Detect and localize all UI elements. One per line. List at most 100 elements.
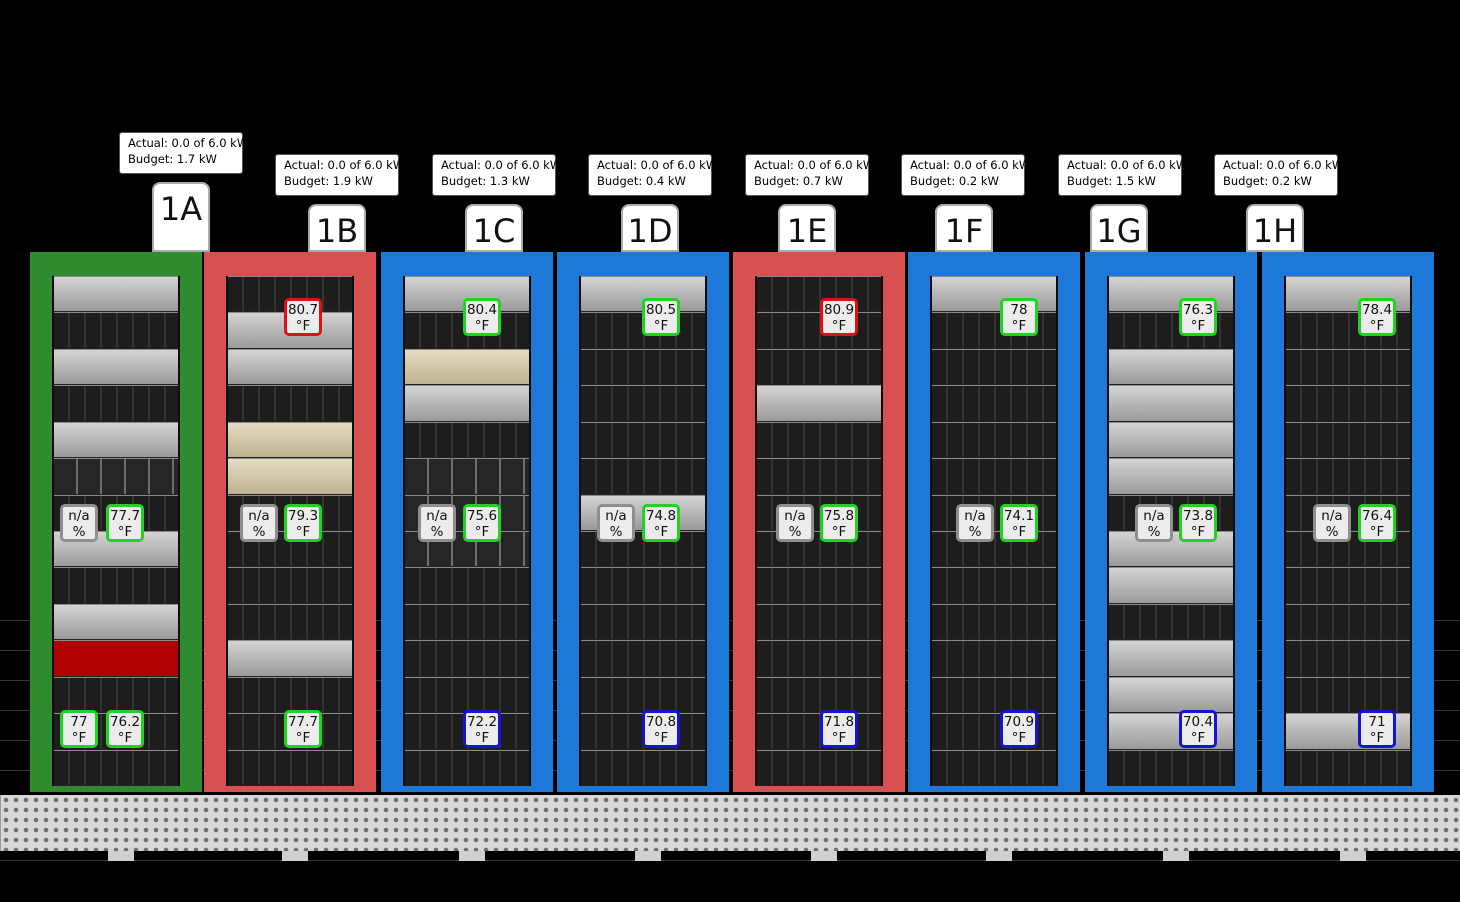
rack-server[interactable] — [757, 640, 881, 677]
rack-server[interactable] — [932, 421, 1056, 459]
rack-1f[interactable] — [908, 252, 1080, 792]
temperature-sensor-badge[interactable]: 78.4°F — [1358, 298, 1396, 336]
temperature-sensor-badge[interactable]: 70.4°F — [1179, 710, 1217, 748]
rack-server[interactable] — [228, 348, 352, 386]
rack-server[interactable] — [1109, 640, 1233, 677]
rack-label[interactable]: 1H — [1246, 204, 1304, 252]
rack-label[interactable]: 1D — [621, 204, 679, 252]
rack-server[interactable] — [581, 640, 705, 677]
rack-server[interactable] — [405, 567, 529, 604]
rack-server[interactable] — [757, 276, 881, 313]
rack-server[interactable] — [1286, 749, 1410, 786]
rack-server[interactable] — [54, 603, 178, 641]
rack-server[interactable] — [1286, 348, 1410, 386]
rack-server[interactable] — [757, 458, 881, 495]
rack-server[interactable] — [1109, 676, 1233, 714]
temperature-sensor-badge[interactable]: 80.7°F — [284, 298, 322, 336]
humidity-sensor-badge[interactable]: n/a% — [597, 504, 635, 542]
rack-server[interactable] — [54, 312, 178, 349]
temperature-sensor-badge[interactable]: 75.6°F — [463, 504, 501, 542]
rack-server[interactable] — [1109, 567, 1233, 604]
humidity-sensor-badge[interactable]: n/a% — [956, 504, 994, 542]
temperature-sensor-badge[interactable]: 74.1°F — [1000, 504, 1038, 542]
rack-server[interactable] — [1286, 603, 1410, 641]
rack-server[interactable] — [228, 749, 352, 786]
rack-server[interactable] — [228, 458, 352, 495]
temperature-sensor-badge[interactable]: 74.8°F — [642, 504, 680, 542]
rack-server[interactable] — [1109, 421, 1233, 459]
temperature-sensor-badge[interactable]: 76.4°F — [1358, 504, 1396, 542]
rack-server[interactable] — [228, 603, 352, 641]
rack-server[interactable] — [228, 385, 352, 422]
rack-server[interactable] — [1286, 640, 1410, 677]
temperature-sensor-badge[interactable]: 78°F — [1000, 298, 1038, 336]
temperature-sensor-badge[interactable]: 73.8°F — [1179, 504, 1217, 542]
rack-server[interactable] — [932, 458, 1056, 495]
rack-server[interactable] — [54, 640, 178, 677]
rack-server[interactable] — [581, 749, 705, 786]
temperature-sensor-badge[interactable]: 80.5°F — [642, 298, 680, 336]
rack-server[interactable] — [757, 713, 881, 750]
rack-server[interactable] — [405, 348, 529, 386]
rack-server[interactable] — [581, 603, 705, 641]
rack-server[interactable] — [581, 567, 705, 604]
rack-server[interactable] — [932, 749, 1056, 786]
rack-server[interactable] — [1286, 421, 1410, 459]
rack-server[interactable] — [757, 348, 881, 386]
rack-server[interactable] — [1286, 567, 1410, 604]
humidity-sensor-badge[interactable]: n/a% — [776, 504, 814, 542]
rack-server[interactable] — [757, 749, 881, 786]
rack-server[interactable] — [228, 676, 352, 714]
rack-server[interactable] — [405, 603, 529, 641]
rack-server[interactable] — [54, 276, 178, 313]
rack-server[interactable] — [932, 603, 1056, 641]
rack-server[interactable] — [757, 603, 881, 641]
rack-label[interactable]: 1F — [935, 204, 993, 252]
temperature-sensor-badge[interactable]: 70.8°F — [642, 710, 680, 748]
rack-server[interactable] — [228, 567, 352, 604]
rack-server[interactable] — [405, 385, 529, 422]
rack-server[interactable] — [932, 567, 1056, 604]
rack-1e[interactable] — [733, 252, 905, 792]
rack-1a[interactable] — [30, 252, 202, 792]
rack-server[interactable] — [932, 640, 1056, 677]
rack-server[interactable] — [54, 567, 178, 604]
rack-server[interactable] — [1109, 458, 1233, 495]
temperature-sensor-badge[interactable]: 71.8°F — [820, 710, 858, 748]
rack-server[interactable] — [54, 421, 178, 459]
rack-server[interactable] — [405, 421, 529, 459]
rack-server[interactable] — [54, 676, 178, 714]
rack-server[interactable] — [54, 348, 178, 386]
rack-server[interactable] — [581, 348, 705, 386]
rack-server[interactable] — [54, 458, 178, 495]
rack-label[interactable]: 1A — [152, 182, 210, 252]
rack-server[interactable] — [405, 676, 529, 714]
temperature-sensor-badge[interactable]: 80.9°F — [820, 298, 858, 336]
rack-1b[interactable] — [204, 252, 376, 792]
rack-server[interactable] — [1109, 348, 1233, 386]
rack-server[interactable] — [405, 749, 529, 786]
rack-server[interactable] — [757, 676, 881, 714]
rack-label[interactable]: 1C — [465, 204, 523, 252]
rack-server[interactable] — [228, 421, 352, 459]
temperature-sensor-badge[interactable]: 70.9°F — [1000, 710, 1038, 748]
humidity-sensor-badge[interactable]: n/a% — [1313, 504, 1351, 542]
temperature-sensor-badge[interactable]: 71°F — [1358, 710, 1396, 748]
rack-server[interactable] — [1286, 385, 1410, 422]
temperature-sensor-badge[interactable]: 77°F — [60, 710, 98, 748]
rack-server[interactable] — [757, 531, 881, 568]
temperature-sensor-badge[interactable]: 77.7°F — [106, 504, 144, 542]
rack-server[interactable] — [581, 458, 705, 495]
rack-server[interactable] — [405, 640, 529, 677]
rack-server[interactable] — [1286, 676, 1410, 714]
rack-server[interactable] — [757, 312, 881, 349]
rack-server[interactable] — [757, 567, 881, 604]
rack-server[interactable] — [1109, 603, 1233, 641]
temperature-sensor-badge[interactable]: 76.3°F — [1179, 298, 1217, 336]
rack-server[interactable] — [932, 531, 1056, 568]
temperature-sensor-badge[interactable]: 76.2°F — [106, 710, 144, 748]
rack-server[interactable] — [757, 421, 881, 459]
temperature-sensor-badge[interactable]: 72.2°F — [463, 710, 501, 748]
temperature-sensor-badge[interactable]: 75.8°F — [820, 504, 858, 542]
rack-label[interactable]: 1E — [778, 204, 836, 252]
